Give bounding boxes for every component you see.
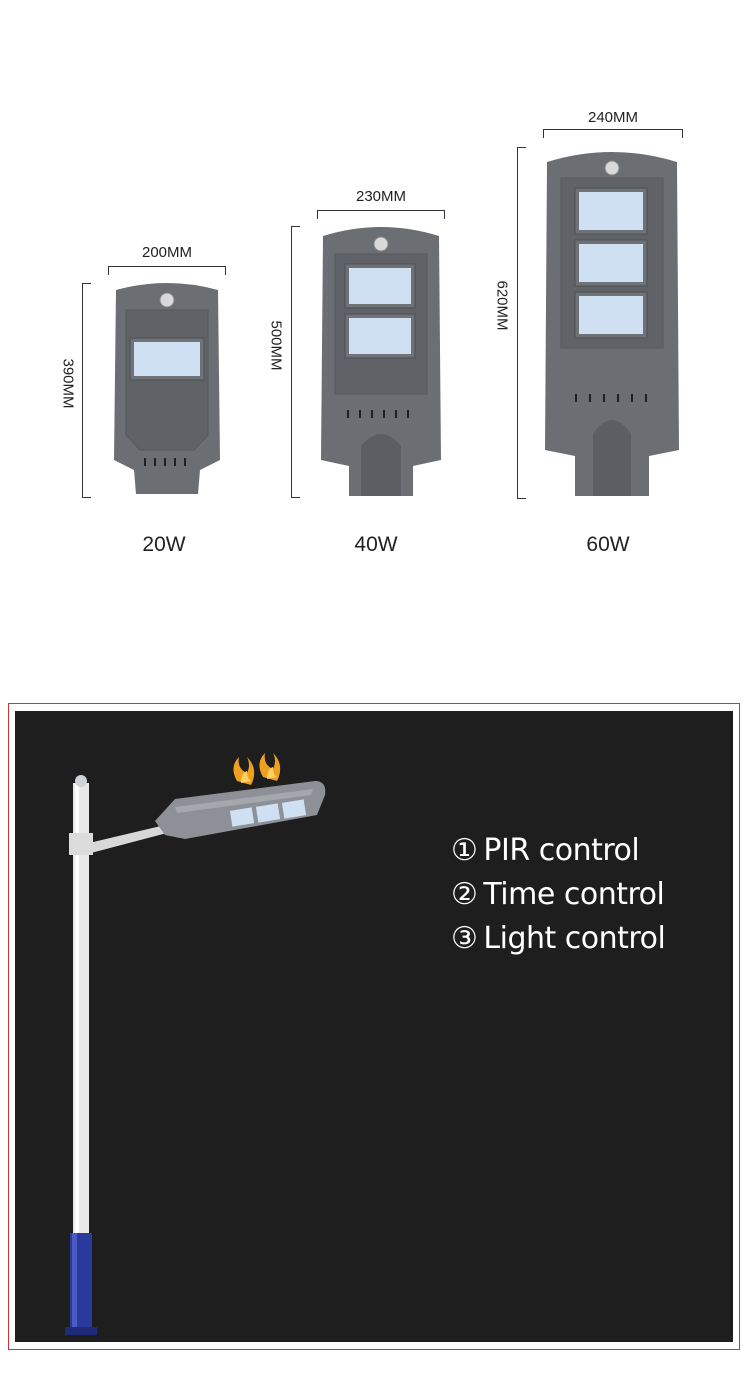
lamp-20w-image: [114, 283, 220, 494]
lamp-60w-image: [545, 152, 679, 496]
lamp-40w-image: [321, 227, 441, 496]
feature-label: Light control: [483, 921, 666, 956]
feature-number: ①: [451, 833, 478, 868]
width-label: 240MM: [587, 109, 639, 126]
width-bracket: [543, 129, 683, 138]
height-bracket: [291, 226, 300, 498]
width-label: 200MM: [141, 244, 193, 261]
feature-list: ① PIR control ② Time control ③ Light con…: [451, 829, 666, 961]
street-light-pole-image: [65, 753, 326, 1335]
height-label: 620MM: [493, 280, 511, 331]
width-bracket: [108, 266, 226, 275]
dark-panel: ① PIR control ② Time control ③ Light con…: [15, 711, 733, 1342]
height-bracket: [517, 147, 526, 499]
feature-item: ② Time control: [451, 873, 665, 917]
product-size-section: 200MM 390MM 20W 230MM 500MM: [0, 0, 750, 640]
height-label: 500MM: [267, 320, 285, 371]
width-label: 230MM: [355, 188, 407, 205]
watt-label: 60W: [586, 533, 630, 556]
feature-label: PIR control: [483, 833, 640, 868]
feature-number: ③: [451, 921, 478, 956]
watt-label: 40W: [354, 533, 398, 556]
feature-item: ③ Light control: [451, 917, 666, 961]
watt-label: 20W: [142, 533, 186, 556]
height-bracket: [82, 283, 91, 498]
height-label: 390MM: [59, 358, 77, 409]
feature-label: Time control: [483, 877, 665, 912]
control-modes-section: ① PIR control ② Time control ③ Light con…: [8, 703, 740, 1350]
feature-number: ②: [451, 877, 478, 912]
width-bracket: [317, 210, 445, 219]
feature-item: ① PIR control: [451, 829, 665, 873]
